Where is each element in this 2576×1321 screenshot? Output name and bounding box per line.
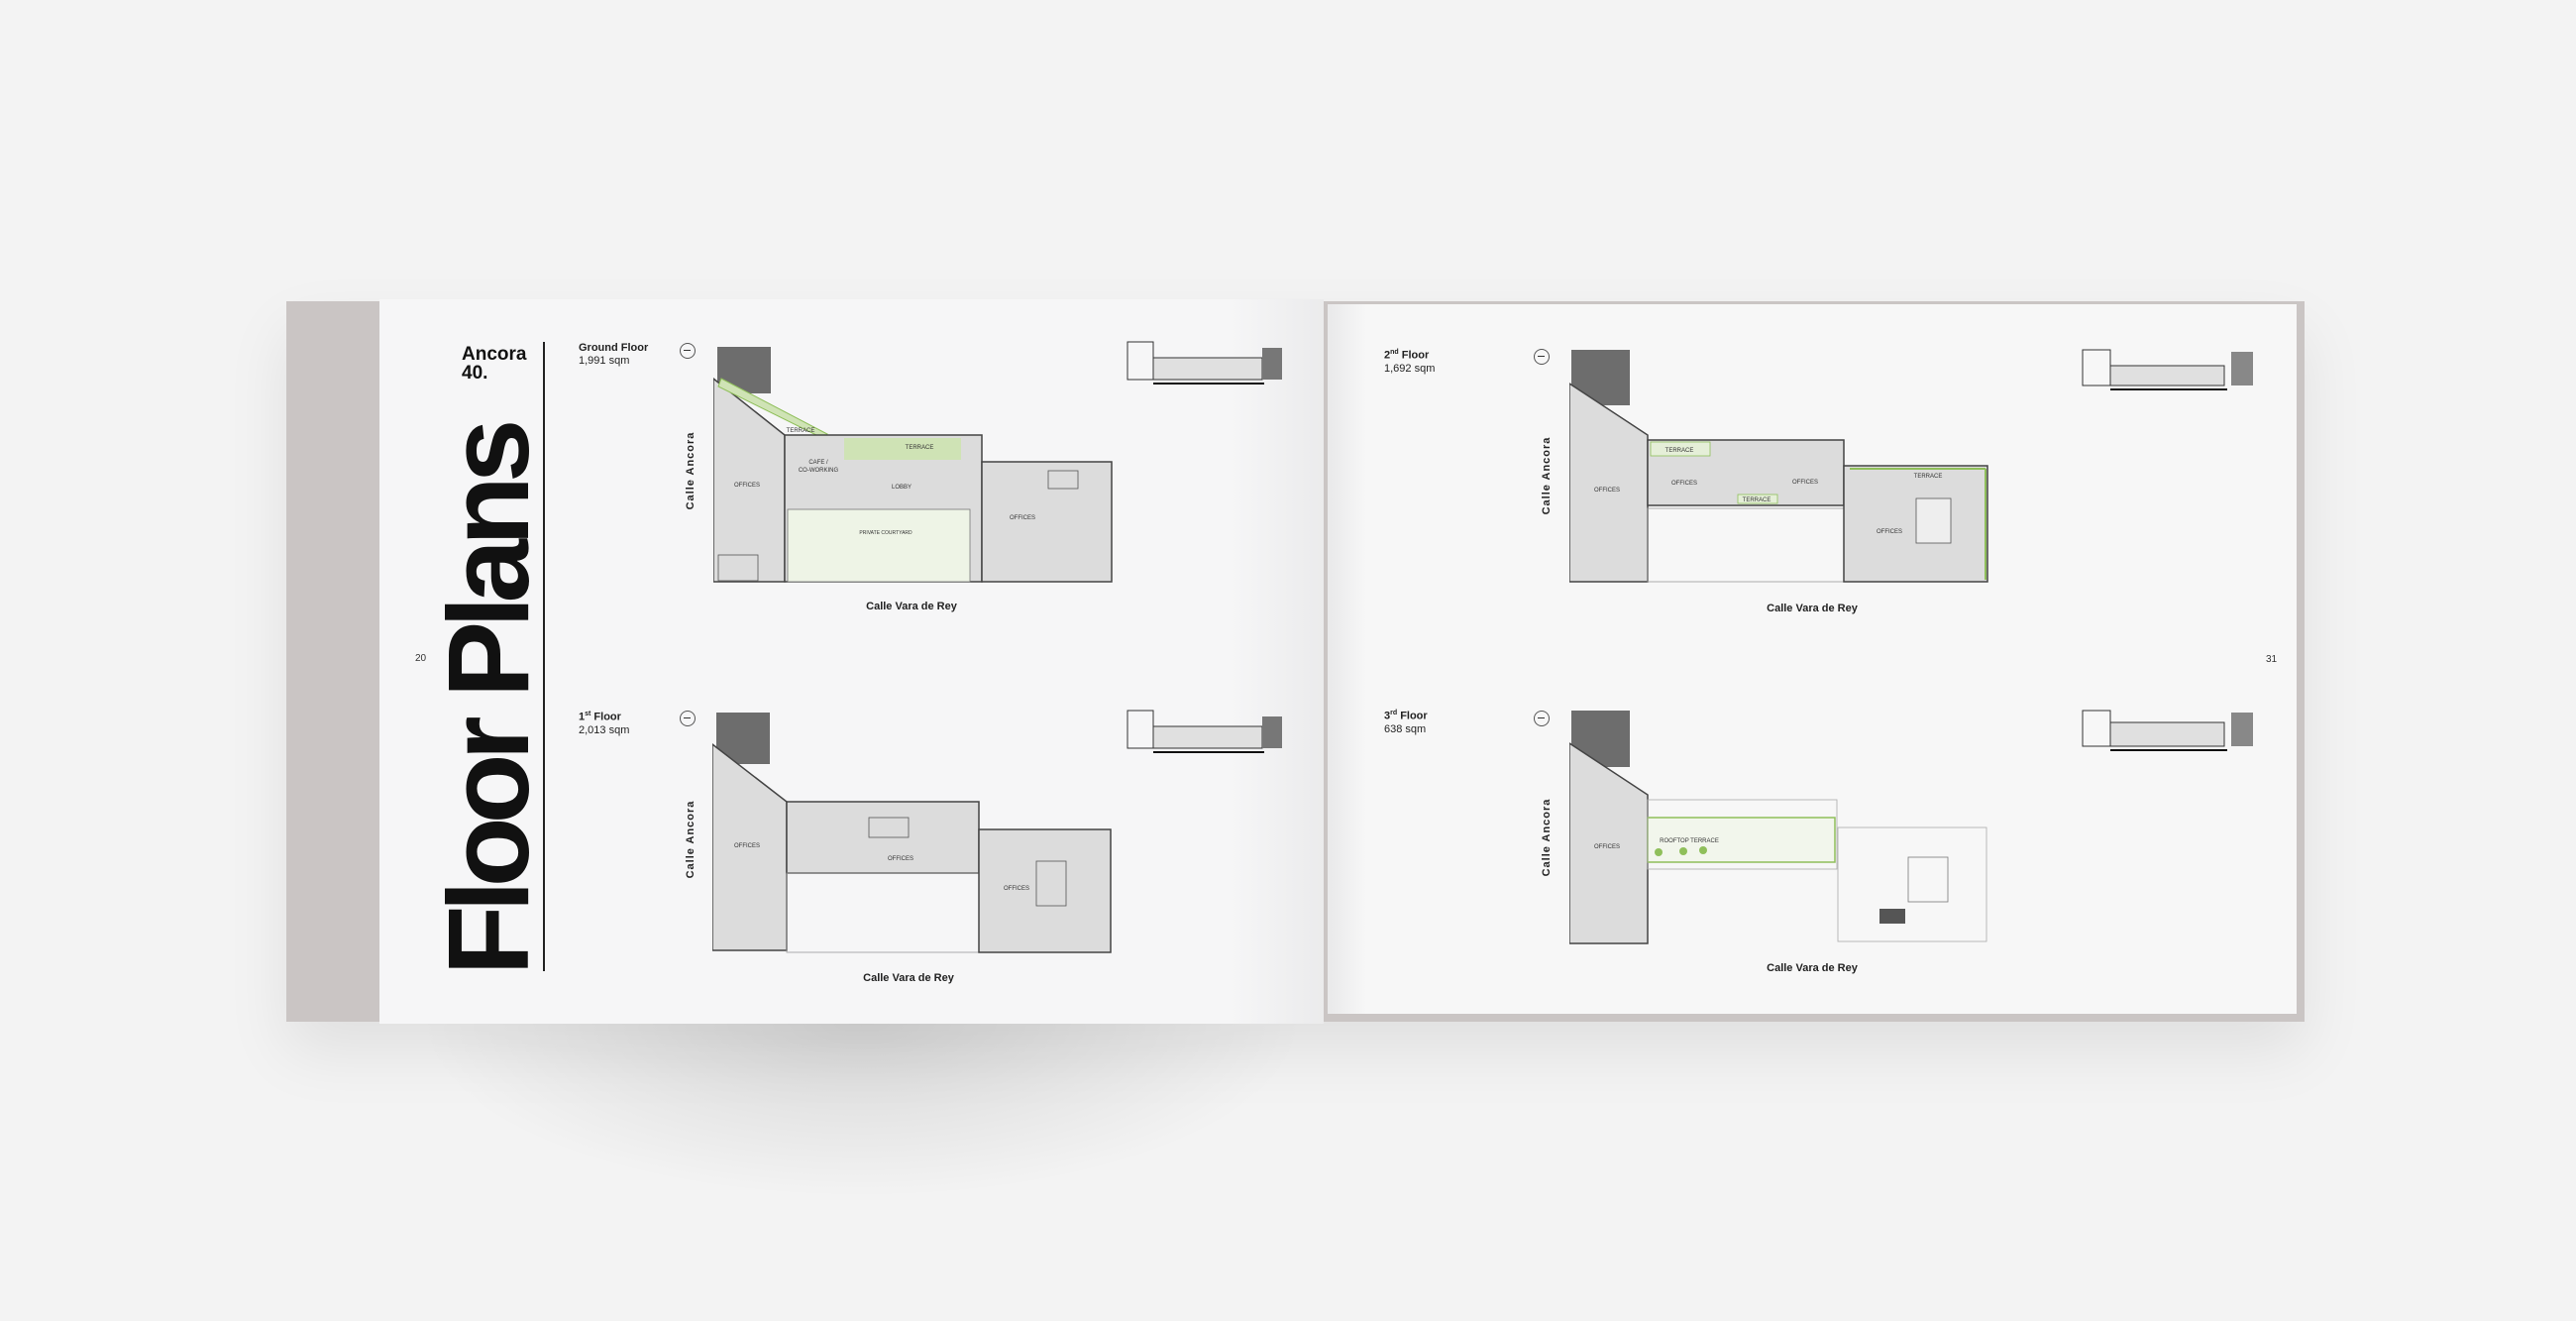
skylight <box>1907 856 1949 903</box>
floor-area: 2,013 sqm <box>579 723 630 736</box>
room-label: OFFICES <box>734 843 760 849</box>
room-label: CAFE / <box>808 460 828 466</box>
roof-outline <box>1837 826 1987 942</box>
divider <box>543 342 545 971</box>
room-label: OFFICES <box>1010 515 1035 521</box>
page-number-left: 20 <box>415 653 427 664</box>
room-label: OFFICES <box>1792 480 1818 486</box>
floor-number: 1 <box>579 711 586 723</box>
atrium <box>1915 497 1952 544</box>
floor-label-1st: 1st Floor 2,013 sqm <box>579 708 629 737</box>
street-side-label: Calle Ancora <box>685 431 697 510</box>
terrace-area <box>1650 441 1711 457</box>
brand-name: Ancora 40. <box>462 344 527 384</box>
floor-name: 3rd Floor <box>1384 707 1428 723</box>
room-label: TERRACE <box>787 428 815 434</box>
void <box>1647 507 1845 583</box>
street-bottom-label: Calle Vara de Rey <box>863 972 954 984</box>
floor-name: 1st Floor <box>579 708 629 724</box>
room-label: TERRACE <box>1914 474 1943 480</box>
floor-label-3rd: 3rd Floor 638 sqm <box>1384 707 1428 736</box>
room-label: TERRACE <box>1665 448 1694 454</box>
room-label: LOBBY <box>892 485 912 491</box>
compass-icon <box>680 711 696 726</box>
floor-label-2nd: 2nd Floor 1,692 sqm <box>1384 346 1435 376</box>
floor-ordinal: st <box>585 711 591 717</box>
section-title: Floor Plans <box>424 425 553 976</box>
office-block-right <box>978 828 1112 953</box>
room-label: OFFICES <box>888 856 913 862</box>
floor-number: 2 <box>1384 349 1391 362</box>
compass-icon <box>1534 711 1550 726</box>
floor-area: 1,991 sqm <box>579 355 630 367</box>
street-side-label: Calle Ancora <box>1541 798 1553 877</box>
core <box>1047 470 1079 490</box>
courtyard <box>787 508 971 583</box>
compass-icon <box>1534 349 1550 365</box>
room-label: PRIVATE COURTYARD <box>859 530 912 536</box>
equipment <box>1879 909 1905 924</box>
room-label: OFFICES <box>1004 886 1029 892</box>
floor-name: Ground Floor <box>579 342 649 354</box>
terrace-area <box>844 438 961 460</box>
rooftop-terrace <box>1647 817 1836 863</box>
floor-plan-1st[interactable]: OFFICES OFFICES OFFICES <box>712 713 1112 955</box>
floor-area: 638 sqm <box>1384 722 1427 735</box>
street-bottom-label: Calle Vara de Rey <box>1767 603 1858 614</box>
section-thumbnail <box>2082 349 2253 390</box>
room-label: OFFICES <box>1671 481 1697 487</box>
core <box>868 817 910 838</box>
floor-name: 2nd Floor <box>1384 346 1435 363</box>
office-block-right <box>981 461 1113 583</box>
section-thumbnail <box>2082 710 2253 751</box>
floor-ordinal: rd <box>1390 710 1398 716</box>
room-label: ROOFTOP TERRACE <box>1660 838 1719 844</box>
page-number-right: 31 <box>2266 654 2278 665</box>
section-thumbnail <box>1127 710 1282 753</box>
floor-number: 3 <box>1384 710 1391 722</box>
office-wing-left <box>1569 383 1649 583</box>
core <box>717 554 759 582</box>
room-label: CO-WORKING <box>799 468 839 474</box>
floor-word: Floor <box>593 711 621 723</box>
room-label: TERRACE <box>1743 497 1771 503</box>
core <box>1035 860 1067 907</box>
floor-plan-3rd[interactable]: OFFICES ROOFTOP TERRACE <box>1569 711 1988 945</box>
terrace-area <box>1737 494 1778 504</box>
room-label: OFFICES <box>1877 529 1902 535</box>
tree <box>1679 847 1687 855</box>
section-thumbnail <box>1127 341 1282 385</box>
tree <box>1699 846 1707 854</box>
floor-word: Floor <box>1401 349 1430 362</box>
office-wing-left <box>1569 742 1649 944</box>
left-page <box>379 299 1324 1024</box>
room-label: OFFICES <box>1594 488 1620 494</box>
floor-area: 1,692 sqm <box>1384 362 1436 375</box>
floor-plan-ground[interactable]: OFFICES CAFE / CO-WORKING LOBBY TERRACE … <box>713 347 1113 585</box>
floor-word: Floor <box>1400 710 1428 722</box>
office-block-right <box>1843 465 1988 583</box>
book-shadow <box>416 1021 1308 1199</box>
floor-plan-2nd[interactable]: OFFICES OFFICES OFFICES TERRACE TERRACE … <box>1569 350 1988 584</box>
room-label: TERRACE <box>906 445 934 451</box>
room-label: OFFICES <box>734 483 760 489</box>
right-page <box>1328 304 2297 1014</box>
tree <box>1655 848 1663 856</box>
room-label: OFFICES <box>1594 844 1620 850</box>
street-bottom-label: Calle Vara de Rey <box>866 601 957 612</box>
street-bottom-label: Calle Vara de Rey <box>1767 962 1858 974</box>
floor-label-ground: Ground Floor 1,991 sqm <box>579 342 648 368</box>
street-side-label: Calle Ancora <box>1541 436 1553 515</box>
roof-outline <box>1647 799 1838 870</box>
compass-icon <box>680 343 696 359</box>
void <box>786 872 980 953</box>
floor-ordinal: nd <box>1390 349 1399 356</box>
street-side-label: Calle Ancora <box>685 800 697 879</box>
